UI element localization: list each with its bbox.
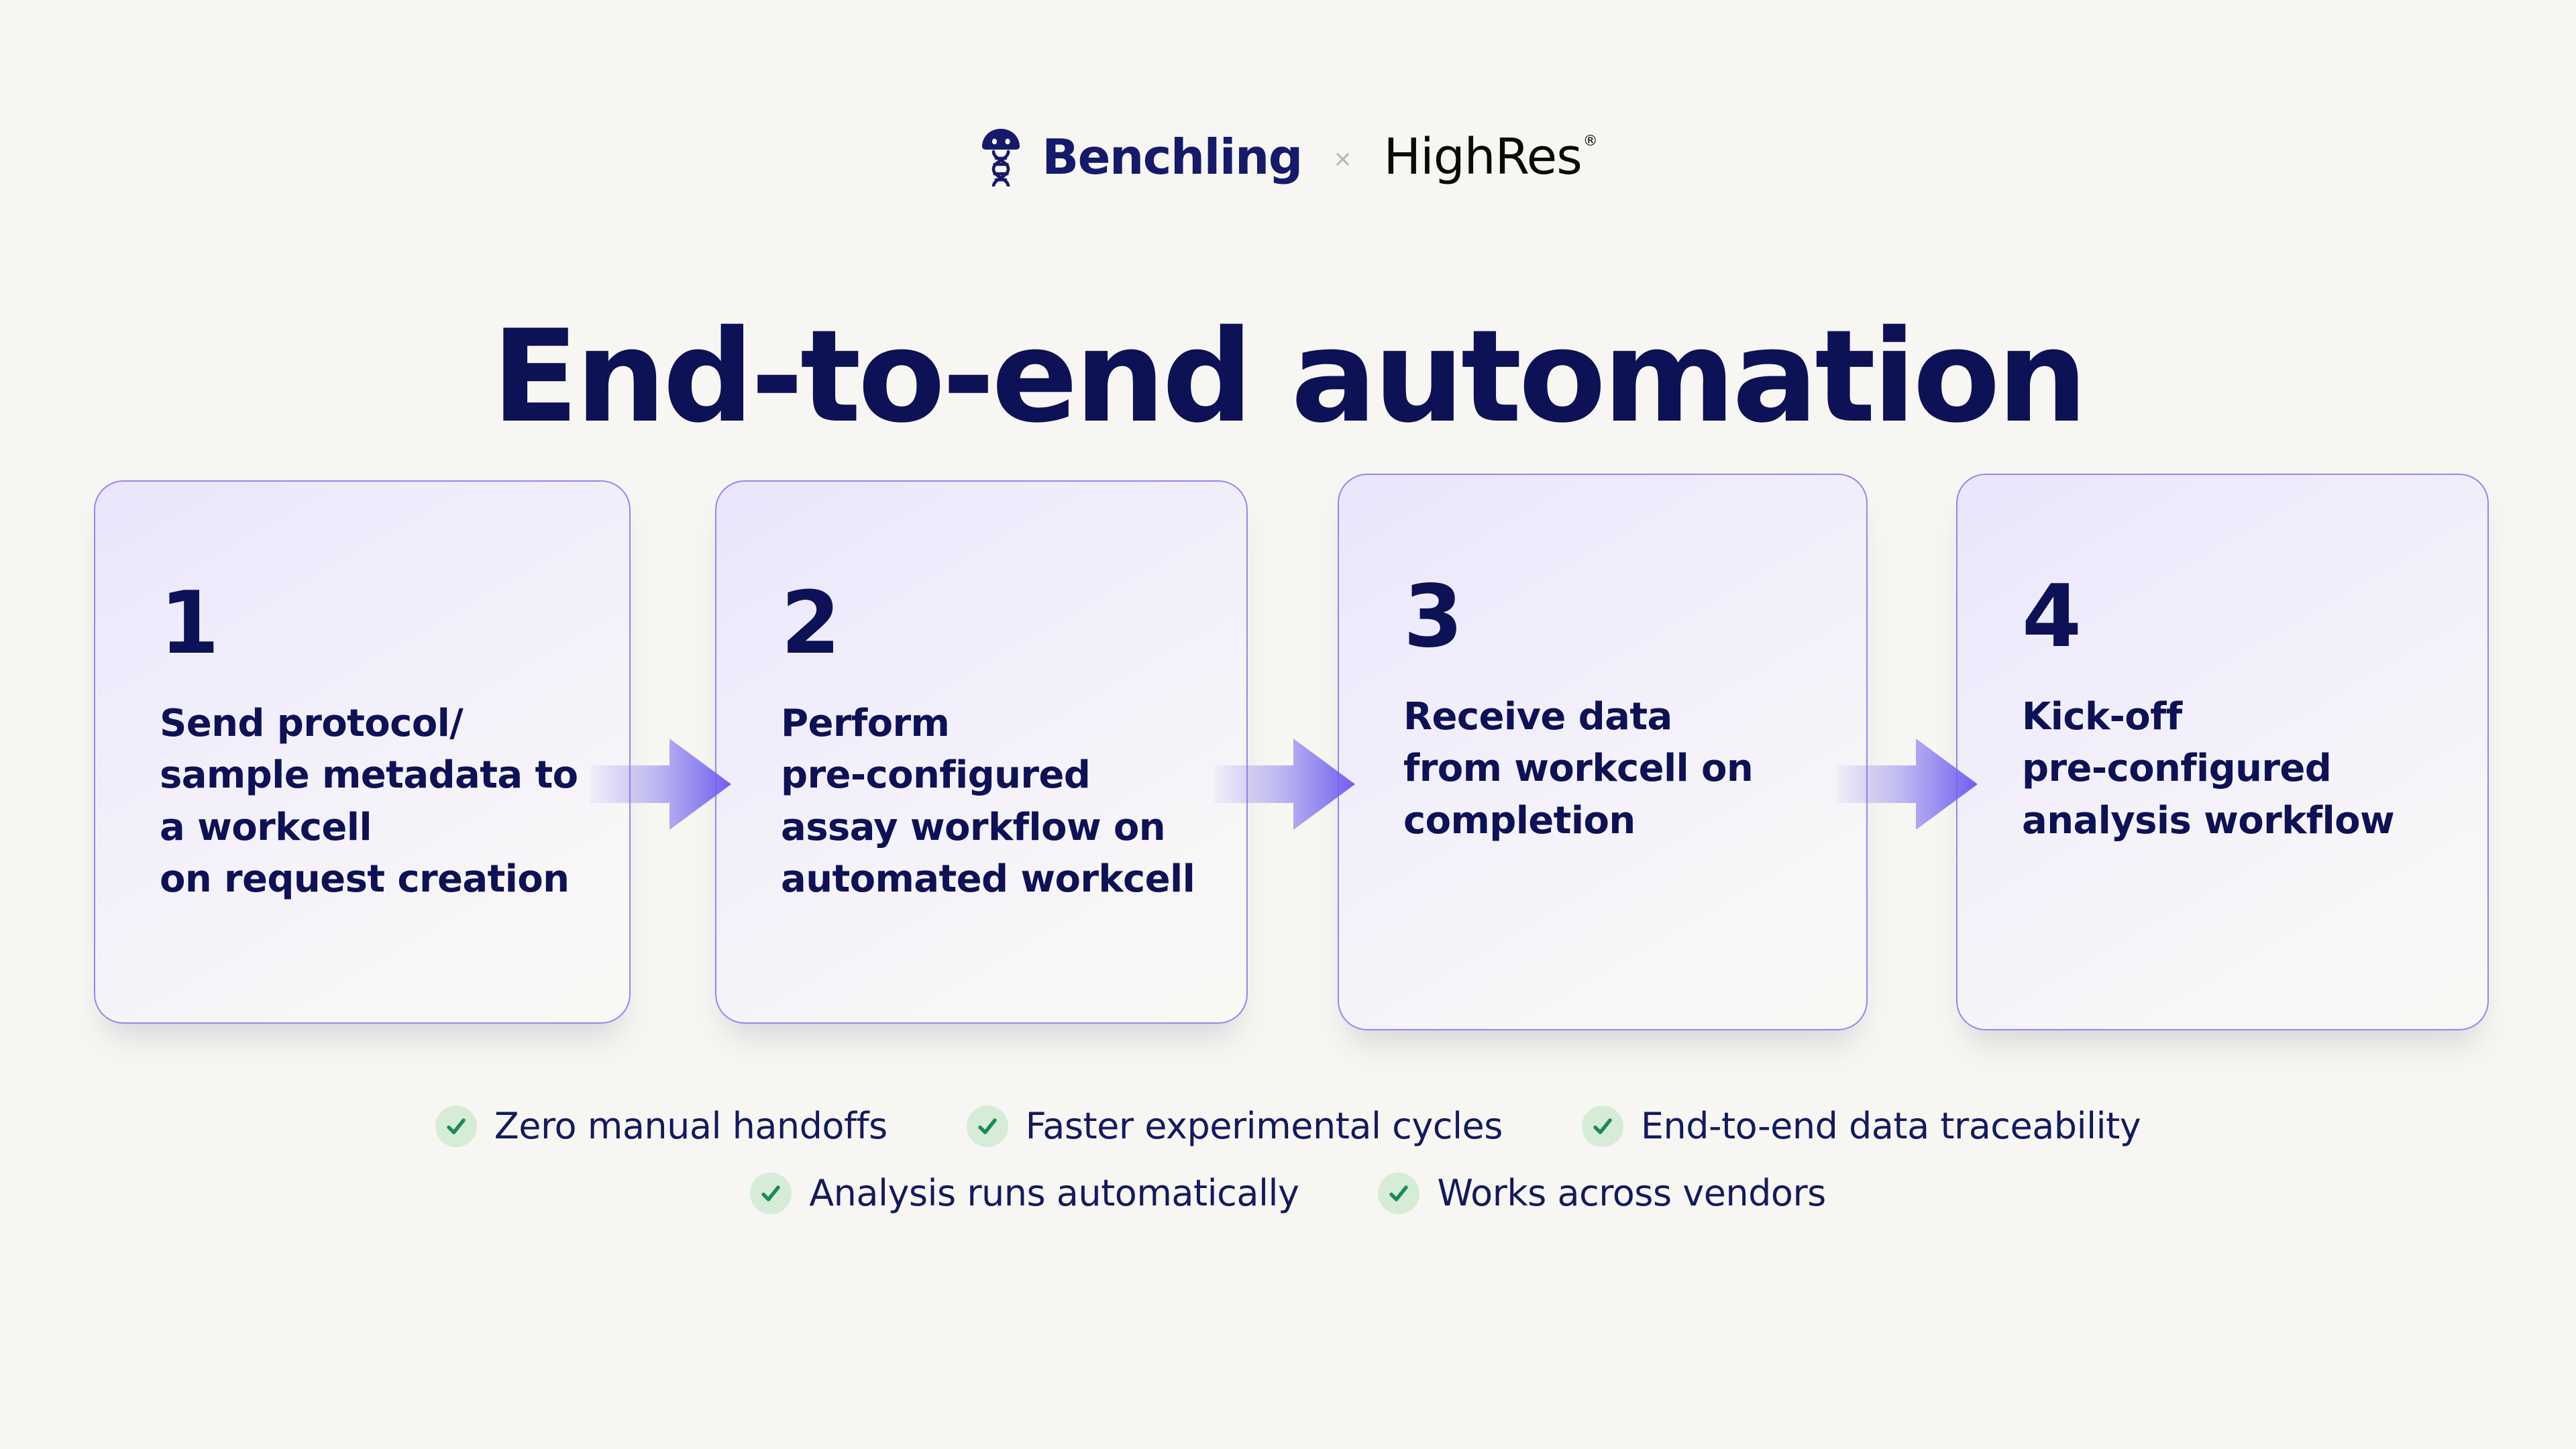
check-circle-icon bbox=[750, 1173, 792, 1214]
benefits-row-1: Zero manual handoffs Faster experimental… bbox=[0, 1106, 2576, 1147]
step-card-2[interactable]: 2 Perform pre-configured assay workflow … bbox=[715, 480, 1248, 1024]
highres-wordmark: HighRes® bbox=[1383, 128, 1598, 186]
check-circle-icon bbox=[435, 1106, 477, 1147]
process-steps: 1 Send protocol/ sample metadata to a wo… bbox=[0, 474, 2576, 1030]
benefit-item: End-to-end data traceability bbox=[1581, 1105, 2141, 1147]
step-description-1: Send protocol/ sample metadata to a work… bbox=[160, 702, 578, 901]
step-description-4: Kick-off pre-configured analysis workflo… bbox=[2022, 695, 2395, 843]
step-number-1: 1 bbox=[160, 574, 219, 674]
check-circle-icon bbox=[966, 1106, 1008, 1147]
step-card-3[interactable]: 3 Receive data from workcell on completi… bbox=[1338, 474, 1868, 1030]
page-title: End-to-end automation bbox=[491, 303, 2088, 451]
benefit-label: Faster experimental cycles bbox=[1025, 1105, 1503, 1147]
check-circle-icon bbox=[1378, 1173, 1420, 1214]
benefits-row-2: Analysis runs automatically Works across… bbox=[0, 1173, 2576, 1214]
step-description-2: Perform pre-configured assay workflow on… bbox=[781, 702, 1195, 901]
benefit-label: Zero manual handoffs bbox=[494, 1105, 888, 1147]
benefit-label: Works across vendors bbox=[1437, 1172, 1826, 1214]
benchling-wordmark: Benchling bbox=[1042, 129, 1303, 185]
step-number-4: 4 bbox=[2022, 567, 2082, 667]
check-circle-icon bbox=[1581, 1106, 1623, 1147]
step-card-4[interactable]: 4 Kick-off pre-configured analysis workf… bbox=[1956, 474, 2489, 1030]
registered-trademark-icon: ® bbox=[1582, 133, 1598, 150]
benefits-list: Zero manual handoffs Faster experimental… bbox=[0, 1106, 2576, 1214]
benefit-item: Faster experimental cycles bbox=[966, 1105, 1503, 1147]
benefit-label: End-to-end data traceability bbox=[1640, 1105, 2141, 1147]
benefit-item: Zero manual handoffs bbox=[435, 1106, 888, 1147]
brand-lockup: Benchling × HighRes® bbox=[0, 127, 2576, 186]
partnership-separator-icon: × bbox=[1334, 143, 1352, 176]
benchling-logo-icon bbox=[982, 129, 1020, 186]
benefit-item: Works across vendors bbox=[1378, 1172, 1826, 1214]
step-number-3: 3 bbox=[1403, 567, 1463, 667]
step-card-1[interactable]: 1 Send protocol/ sample metadata to a wo… bbox=[94, 480, 631, 1024]
step-number-2: 2 bbox=[781, 574, 841, 674]
benefit-item: Analysis runs automatically bbox=[750, 1173, 1299, 1214]
benefit-label: Analysis runs automatically bbox=[809, 1172, 1299, 1214]
step-description-3: Receive data from workcell on completion bbox=[1403, 695, 1754, 843]
